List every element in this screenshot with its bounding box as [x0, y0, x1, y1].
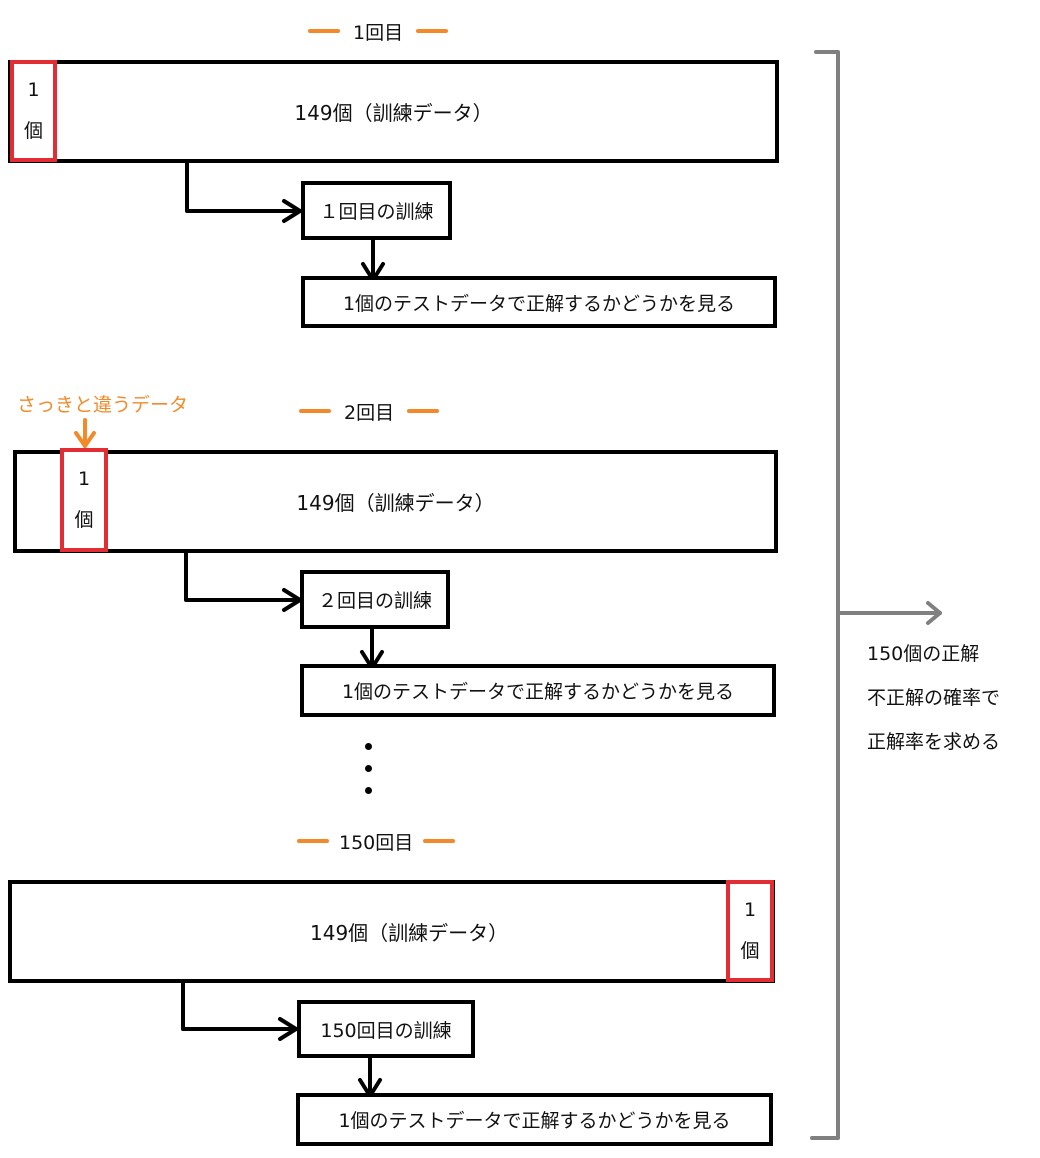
connector-arrow	[181, 980, 298, 1031]
test-step-label: 1個のテストデータで正解するかどうかを見る	[342, 292, 736, 315]
annotation-arrow	[74, 431, 96, 448]
training-step-label: 150回目の訓練	[320, 1019, 452, 1042]
test-data-box: 1 個	[10, 60, 57, 162]
test-count: 1	[77, 467, 91, 490]
test-step-label: 1個のテストデータで正解するかどうかを見る	[338, 1110, 731, 1132]
heading-dash	[299, 409, 331, 413]
training-data-box: 149個（訓練データ）	[8, 880, 775, 983]
training-data-label: 149個（訓練データ）	[296, 491, 495, 515]
test-data-box: 1 個	[60, 448, 108, 552]
training-data-label: 149個（訓練データ）	[310, 921, 509, 945]
training-step-box: 150回目の訓練	[297, 1000, 475, 1058]
summary-text: 150個の正解 不正解の確率で 正解率を求める	[867, 632, 1000, 764]
summary-line: 正解率を求める	[867, 731, 1001, 753]
training-step-label: １回目の訓練	[319, 201, 434, 223]
training-step-box: １回目の訓練	[301, 181, 452, 240]
test-step-label: 1個のテストデータで正解するかどうかを見る	[341, 681, 735, 703]
round-heading: 2回目	[299, 398, 440, 424]
ellipsis-dot	[365, 765, 372, 772]
heading-text: 1回目	[353, 21, 404, 44]
connector-arrow	[278, 1017, 298, 1041]
training-step-box: ２回目の訓練	[300, 570, 450, 629]
summary-bracket	[810, 50, 840, 1140]
summary-line: 150個の正解	[867, 643, 980, 665]
heading-dash	[308, 29, 340, 33]
summary-line: 不正解の確率で	[867, 687, 1001, 709]
connector-arrow	[184, 550, 302, 602]
test-step-box: 1個のテストデータで正解するかどうかを見る	[300, 664, 776, 717]
round-heading: 150回目	[297, 828, 456, 854]
ellipsis-dot	[365, 743, 372, 750]
heading-dash	[416, 29, 449, 33]
test-count: 1	[743, 899, 757, 921]
ellipsis-dot	[365, 787, 372, 794]
heading-dash	[423, 839, 456, 843]
heading-text: 150回目	[339, 831, 414, 854]
test-count: 1	[27, 79, 40, 101]
connector-arrow	[185, 160, 302, 213]
test-step-box: 1個のテストデータで正解するかどうかを見る	[301, 276, 777, 328]
test-unit: 個	[740, 940, 760, 962]
training-step-label: ２回目の訓練	[317, 590, 432, 612]
test-unit: 個	[74, 509, 94, 532]
connector-arrow	[282, 199, 302, 223]
training-data-label: 149個（訓練データ）	[294, 101, 493, 125]
heading-text: 2回目	[344, 401, 395, 424]
training-data-box: 149個（訓練データ）	[8, 60, 779, 163]
round-heading: 1回目	[308, 18, 449, 44]
annotation-text: さっきと違うデータ	[17, 394, 189, 416]
training-data-box: 149個（訓練データ）	[13, 450, 778, 553]
summary-bracket-arrow	[926, 601, 942, 625]
test-data-box: 1 個	[726, 880, 774, 982]
heading-dash	[407, 409, 440, 413]
test-unit: 個	[23, 120, 43, 142]
test-step-box: 1個のテストデータで正解するかどうかを見る	[296, 1093, 773, 1146]
heading-dash	[297, 839, 329, 843]
